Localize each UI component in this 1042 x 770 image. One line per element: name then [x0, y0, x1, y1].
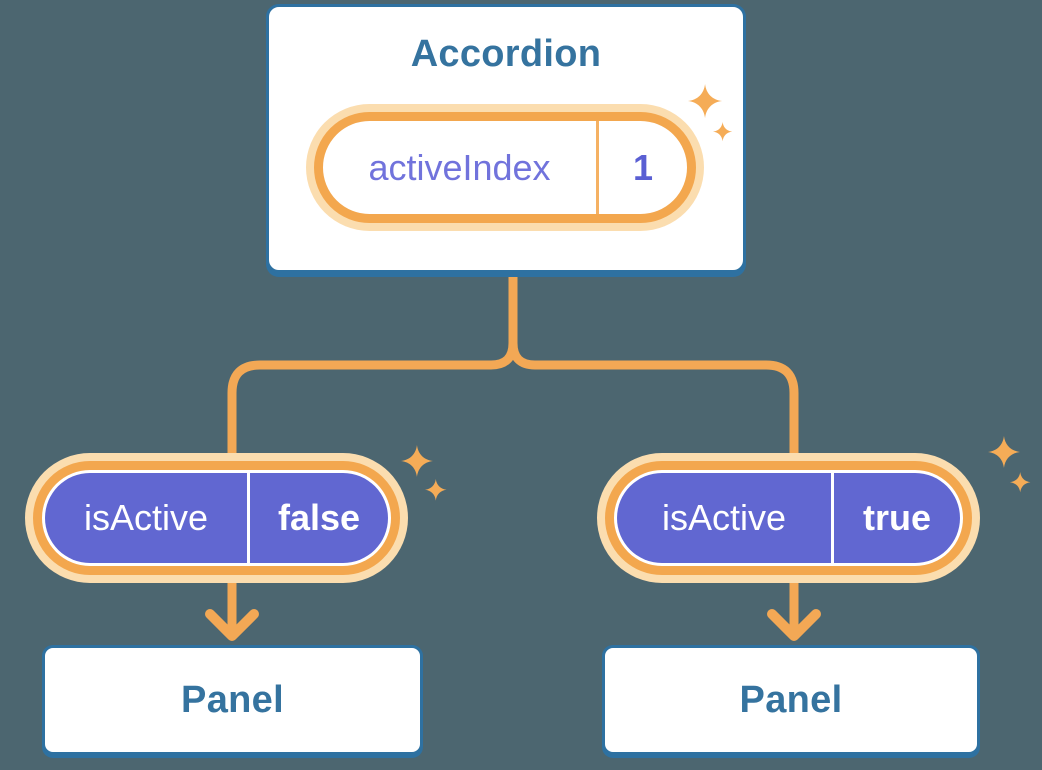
- prop-pill-body: isActive true: [617, 473, 960, 563]
- prop-pill-isactive-false: isActive false: [25, 453, 408, 583]
- accordion-component-card: Accordion activeIndex 1: [266, 4, 746, 273]
- sparkle-icon: [688, 84, 733, 142]
- state-label: activeIndex: [368, 146, 551, 188]
- pill-divider: [596, 121, 599, 214]
- sparkle-icon: [988, 436, 1031, 493]
- prop-pill-body: isActive false: [45, 473, 388, 563]
- panel-component-card: Panel: [602, 645, 980, 755]
- prop-pill-ring: isActive false: [33, 461, 400, 575]
- arrow-down-icon: [767, 609, 821, 641]
- prop-label: isActive: [661, 497, 787, 538]
- state-value: 1: [632, 146, 654, 188]
- state-pill-ring: activeIndex 1: [314, 112, 696, 223]
- connector-right-branch: [508, 274, 799, 632]
- prop-label: isActive: [83, 497, 209, 538]
- pill-divider: [247, 473, 250, 563]
- prop-value: true: [862, 497, 931, 538]
- arrow-down-icon: [205, 609, 259, 641]
- prop-pill-ring: isActive true: [605, 461, 972, 575]
- accordion-title: Accordion: [410, 33, 602, 75]
- pill-divider: [831, 473, 834, 563]
- prop-pill-isactive-true: isActive true: [597, 453, 980, 583]
- state-pill: activeIndex 1: [306, 104, 704, 231]
- sparkle-icon: [401, 445, 447, 501]
- panel-component-card: Panel: [42, 645, 423, 755]
- prop-value: false: [277, 497, 361, 538]
